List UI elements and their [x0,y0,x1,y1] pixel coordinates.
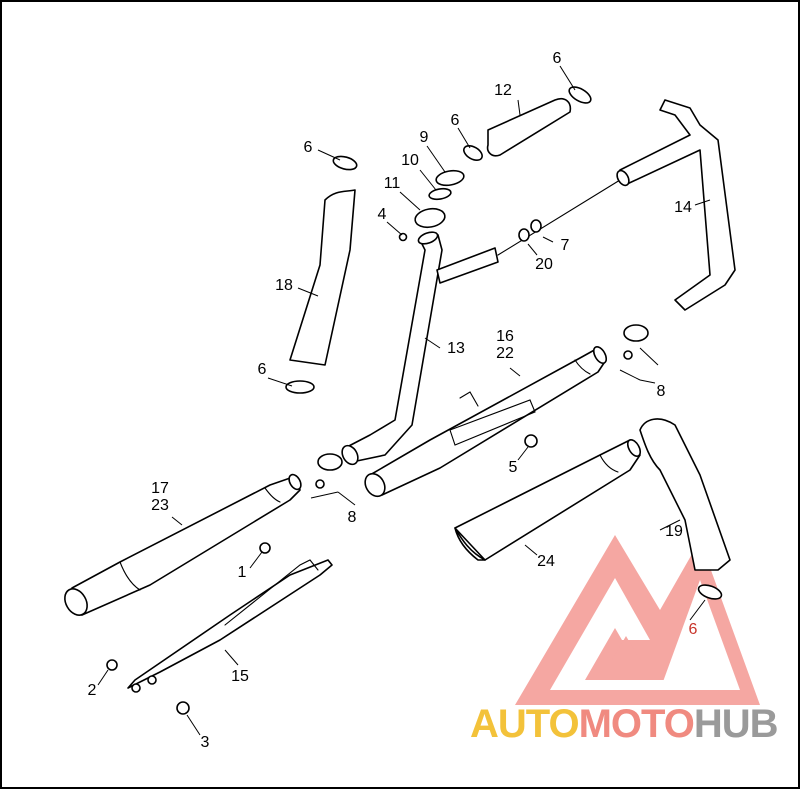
muffler-right [454,439,642,561]
header-pipe-front [341,231,443,466]
heat-shield-right [639,418,731,571]
callout-8-b: 8 [656,383,666,400]
crossover-tube [436,179,621,284]
watermark-logo [515,535,760,705]
callout-2: 2 [87,682,97,699]
callout-11: 11 [383,175,401,192]
callout-6-b: 6 [552,50,562,67]
callout-9: 9 [419,129,429,146]
callout-6-e: 6 [688,621,698,638]
callout-14: 14 [674,199,692,216]
callout-23: 23 [151,497,169,514]
callout-15: 15 [231,668,249,685]
mounting-bracket [127,559,333,693]
callout-17: 17 [151,480,169,497]
watermark-text: AUTOMOTOHUB [470,702,779,747]
callout-19: 19 [665,523,683,540]
watermark-moto: MOTO [578,702,695,746]
heat-shield-rear [289,189,356,366]
callout-1: 1 [237,564,247,581]
callout-7: 7 [560,237,570,254]
callout-8-a: 8 [347,509,357,526]
callout-5: 5 [508,459,518,476]
heat-shield-top [486,97,572,157]
callout-3: 3 [200,734,210,751]
callout-4: 4 [377,206,387,223]
callout-6-c: 6 [450,112,460,129]
watermark-hub: HUB [693,702,779,746]
callout-12: 12 [494,82,512,99]
watermark-auto: AUTO [470,702,580,746]
callout-24: 24 [537,553,555,570]
header-pipe-rear [616,99,736,311]
callout-22: 22 [496,345,514,362]
callout-6-a: 6 [303,139,313,156]
muffler-left [64,473,302,616]
callout-18: 18 [275,277,293,294]
small-hardware [106,169,633,715]
leader-lines [97,65,711,736]
muffler-center [364,346,608,498]
callout-6-d: 6 [257,361,267,378]
callout-10: 10 [401,152,419,169]
callout-20: 20 [535,256,553,273]
callout-13: 13 [447,340,465,357]
callout-16: 16 [496,328,514,345]
